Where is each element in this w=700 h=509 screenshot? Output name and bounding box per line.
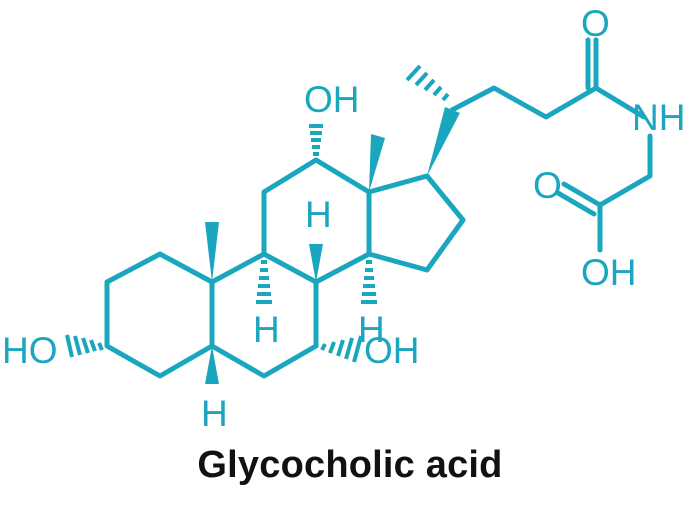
atom-labels: OH HO OH OH O O NH H H H H — [2, 3, 685, 434]
hashed-bonds — [65, 64, 450, 363]
c7-hydroxyl-label: OH — [364, 330, 420, 371]
c8-hydrogen-label: H — [305, 194, 332, 235]
c5-h-wedge — [205, 346, 219, 384]
carboxyl-oxygen-label: O — [533, 165, 562, 206]
c9-hydrogen-label: H — [253, 309, 280, 350]
c17-chain-wedge — [427, 107, 460, 176]
c18-methyl-wedge — [369, 134, 385, 192]
ring-d — [366, 173, 466, 273]
compound-name: Glycocholic acid — [197, 444, 503, 486]
c14-h-hash — [361, 260, 377, 304]
wedge-bonds — [205, 107, 460, 384]
carboxyl-hydroxyl-label: OH — [581, 252, 637, 293]
c19-methyl-wedge — [205, 222, 219, 282]
c8-h-wedge — [309, 244, 323, 282]
c3-hydroxyl-label: HO — [2, 330, 58, 371]
ring-b — [209, 251, 319, 379]
amide-oxygen-label: O — [581, 3, 610, 44]
c7-oh-hash — [320, 335, 363, 363]
amide-nh-label: NH — [632, 97, 685, 138]
c5-hydrogen-label: H — [201, 393, 228, 434]
side-chain — [449, 37, 653, 253]
c12-hydroxyl-label: OH — [304, 79, 360, 120]
c14-hydrogen-label: H — [358, 309, 385, 350]
c12-oh-hash — [309, 124, 323, 156]
c20-methyl-hash — [405, 64, 450, 102]
glycocholic-acid-structure: OH HO OH OH O O NH H H H H — [2, 3, 685, 434]
ring-c — [261, 157, 372, 285]
c3-oh-hash — [65, 334, 104, 358]
ring-a — [104, 251, 215, 379]
c9-h-hash — [256, 260, 272, 304]
